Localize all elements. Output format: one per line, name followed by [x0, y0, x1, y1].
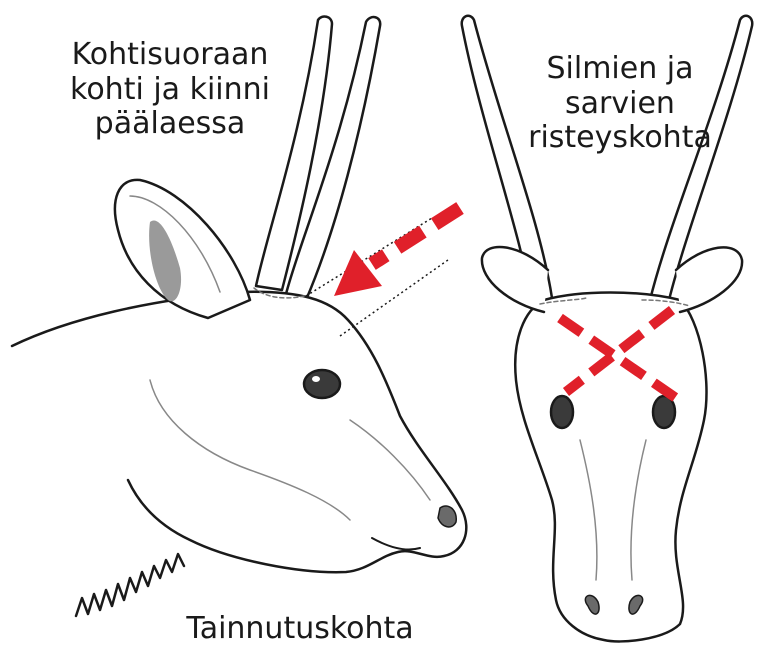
side-caption-line-3: päälaessa: [30, 107, 310, 142]
bottom-caption: Tainnutuskohta: [150, 612, 450, 647]
side-eye: [304, 370, 340, 398]
front-eye-left: [551, 396, 573, 428]
side-neck-fur: [76, 554, 184, 616]
side-head-outline: [12, 292, 466, 572]
side-view-caption: Kohtisuoraan kohti ja kiinni päälaessa: [30, 38, 310, 142]
front-caption-line-3: risteyskohta: [500, 121, 740, 156]
side-ear: [115, 180, 250, 318]
side-nostril: [438, 506, 456, 527]
front-view-caption: Silmien ja sarvien risteyskohta: [500, 52, 740, 156]
side-caption-line-1: Kohtisuoraan: [30, 38, 310, 73]
front-caption-line-1: Silmien ja: [500, 52, 740, 87]
arrow-shaft: [372, 208, 460, 264]
side-eye-highlight: [312, 376, 320, 382]
front-head-outline: [515, 293, 706, 642]
front-ear-right: [676, 247, 742, 312]
side-caption-line-2: kohti ja kiinni: [30, 73, 310, 108]
front-caption-line-2: sarvien: [500, 87, 740, 122]
